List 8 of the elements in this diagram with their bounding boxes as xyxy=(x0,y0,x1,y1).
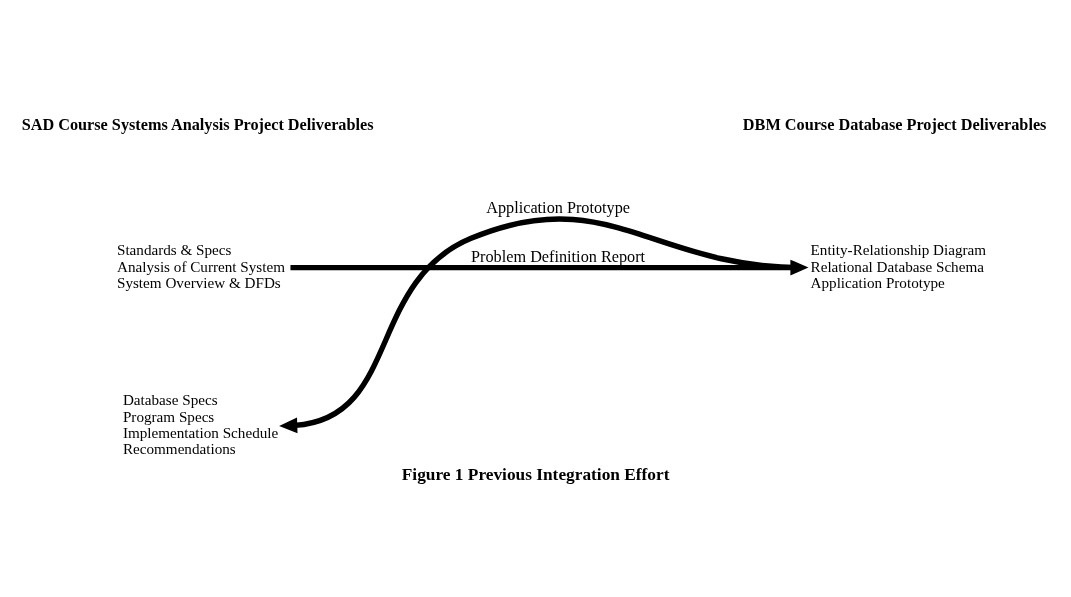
label: DBM Course Database Project Deliverables xyxy=(742,115,1047,134)
label: SAD Course Systems Analysis Project Deliverables xyxy=(21,115,374,134)
edge-label: Problem Definition Report xyxy=(471,247,646,266)
edge-label: Application Prototype xyxy=(486,198,631,217)
caption: Figure 1 Previous Integration Effort xyxy=(401,464,670,484)
node-text: Standards & Specs Analysis of Current System System Overview & DFDs xyxy=(116,240,285,291)
node-text: Database Specs Program Specs Implementation Schedule Recommendations xyxy=(122,390,279,457)
node-text: Entity-Relationship Diagram Relational Database Schema Application Prototype xyxy=(810,240,987,291)
